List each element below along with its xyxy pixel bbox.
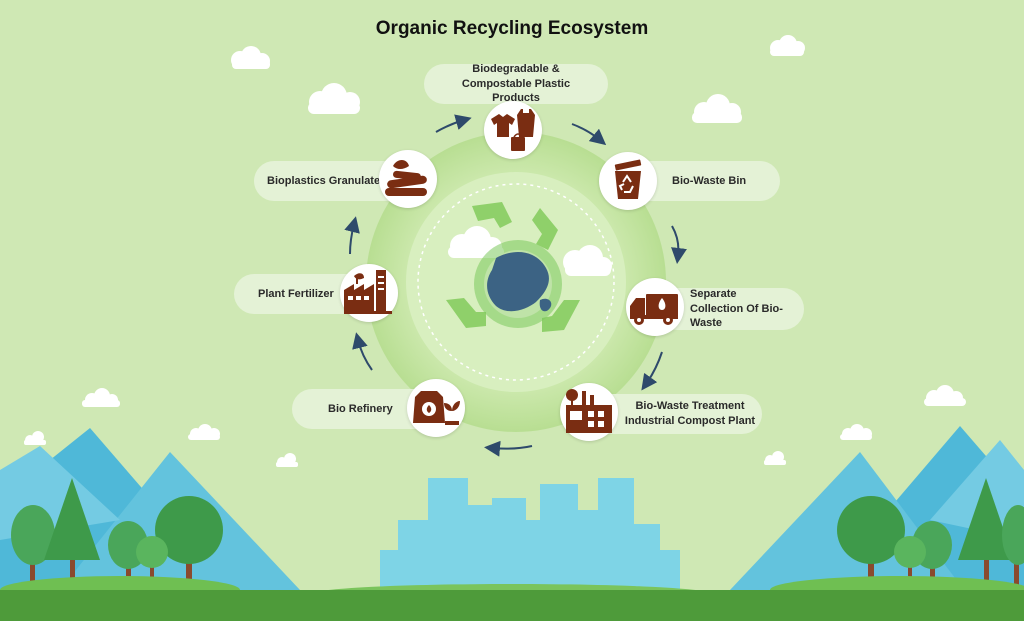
label-bioplastic-products: Biodegradable & Compostable Plastic Prod… [424, 63, 608, 104]
plant-factory-icon [566, 389, 612, 433]
page-title: Organic Recycling Ecosystem [375, 18, 649, 39]
node-compost-plant [560, 383, 618, 441]
recycle-bin-icon [614, 159, 642, 199]
truck-icon [630, 294, 678, 325]
ground [0, 576, 1024, 621]
node-bioplastics-granulates [379, 150, 437, 208]
clothes-bag-icon [491, 109, 535, 151]
trees [11, 478, 1024, 590]
node-plant-fertilizer [340, 264, 398, 322]
node-bioplastic-products [484, 101, 542, 159]
node-bio-refinery [407, 379, 465, 437]
node-bio-waste-bin [599, 152, 657, 210]
factory-icon [344, 270, 392, 314]
recycle-earth-emblem [446, 202, 612, 332]
granulates-icon [385, 160, 427, 196]
clouds [24, 35, 966, 467]
sack-seedling-icon [413, 391, 460, 425]
dotted-ring [417, 183, 615, 381]
city-skyline [380, 478, 680, 590]
node-separate-collection [626, 278, 684, 336]
